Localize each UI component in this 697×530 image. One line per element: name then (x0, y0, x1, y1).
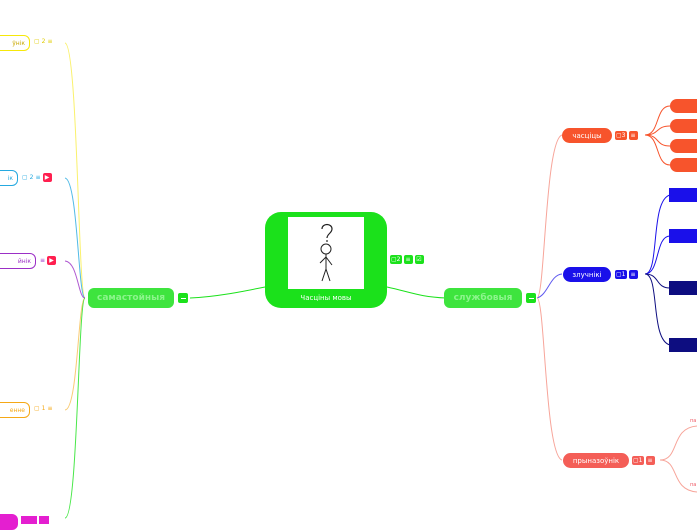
comment-count: 1 (41, 405, 46, 412)
main-topic-label: самастойныя (97, 293, 166, 303)
comment-count: 2 (29, 174, 34, 181)
leaf-node[interactable] (670, 119, 697, 133)
checkbox-icon[interactable]: ☑ (414, 255, 424, 264)
subtopic-left-1-meta: ▢2 ≡ (34, 38, 53, 45)
subtopic-zluchniki[interactable]: злучнікі (563, 267, 611, 282)
note-icon[interactable]: ≡ (628, 270, 638, 279)
main-topic-label: службовыя (453, 293, 513, 303)
video-icon[interactable] (39, 516, 49, 524)
note-icon[interactable]: ≡ (47, 38, 53, 45)
subtopic-label: йнік (17, 257, 31, 265)
leaf-node[interactable] (669, 281, 697, 295)
leaf-label: па (690, 482, 697, 488)
leaf-node[interactable] (669, 229, 697, 243)
collapse-icon[interactable] (178, 293, 188, 303)
collapse-icon[interactable] (526, 293, 536, 303)
note-icon[interactable]: ≡ (403, 255, 413, 264)
comment-icon[interactable]: ▢3 (615, 131, 627, 140)
subtopic-left-2[interactable]: ік (0, 170, 18, 186)
comment-icon[interactable]: ▢ (34, 405, 40, 412)
central-topic-label: Часціны мовы (300, 294, 352, 302)
subtopic-left-3[interactable]: йнік (0, 253, 36, 269)
comment-icon[interactable]: ▢ (22, 174, 28, 181)
leaf-node[interactable] (669, 188, 697, 202)
main-topic-sluzhbovyja[interactable]: службовыя (444, 288, 522, 308)
subtopic-left-5[interactable] (0, 514, 18, 530)
main-topic-samastojnyja[interactable]: самастойныя (88, 288, 174, 308)
comment-icon[interactable]: ▢ (34, 38, 40, 45)
video-icon[interactable]: ▶ (42, 173, 52, 182)
subtopic-left-2-meta: ▢2 ≡ ▶ (22, 173, 52, 182)
comment-count: 2 (41, 38, 46, 45)
subtopic-left-4[interactable]: енне (0, 402, 30, 418)
subtopic-zluchniki-meta: ▢1 ≡ (615, 270, 638, 279)
subtopic-label: ік (7, 174, 13, 182)
subtopic-prynazounik-meta: ▢1 ≡ (632, 456, 655, 465)
comment-icon[interactable]: ▢1 (632, 456, 644, 465)
leaf-node[interactable] (670, 99, 697, 113)
note-icon[interactable]: ≡ (35, 174, 41, 181)
comment-icon[interactable]: ▢1 (615, 270, 627, 279)
subtopic-left-3-meta: ≡ ▶ (40, 256, 57, 265)
leaf-node[interactable] (669, 338, 697, 352)
subtopic-label: часціцы (572, 131, 602, 140)
leaf-node[interactable] (670, 139, 697, 153)
subtopic-label: ўнік (12, 39, 25, 47)
note-icon[interactable] (21, 516, 37, 524)
leaf-node[interactable] (670, 158, 697, 172)
question-person-image (288, 217, 364, 289)
subtopic-label: енне (9, 406, 25, 414)
comment-icon[interactable]: ▢2 (390, 255, 402, 264)
leaf-label: па (690, 418, 697, 424)
video-icon[interactable]: ▶ (47, 256, 57, 265)
subtopic-label: злучнікі (572, 270, 602, 279)
note-icon[interactable]: ≡ (40, 257, 46, 264)
central-topic-meta: ▢2 ≡ ☑ (390, 255, 424, 264)
subtopic-left-4-meta: ▢1 ≡ (34, 405, 53, 412)
subtopic-label: прыназоўнік (572, 456, 620, 465)
subtopic-left-1[interactable]: ўнік (0, 35, 30, 51)
subtopic-chasticy[interactable]: часціцы (562, 128, 612, 143)
central-topic[interactable]: Часціны мовы (265, 212, 387, 308)
note-icon[interactable]: ≡ (645, 456, 655, 465)
note-icon[interactable]: ≡ (47, 405, 53, 412)
subtopic-chasticy-meta: ▢3 ≡ (615, 131, 638, 140)
subtopic-prynazounik[interactable]: прыназоўнік (563, 453, 629, 468)
note-icon[interactable]: ≡ (628, 131, 638, 140)
